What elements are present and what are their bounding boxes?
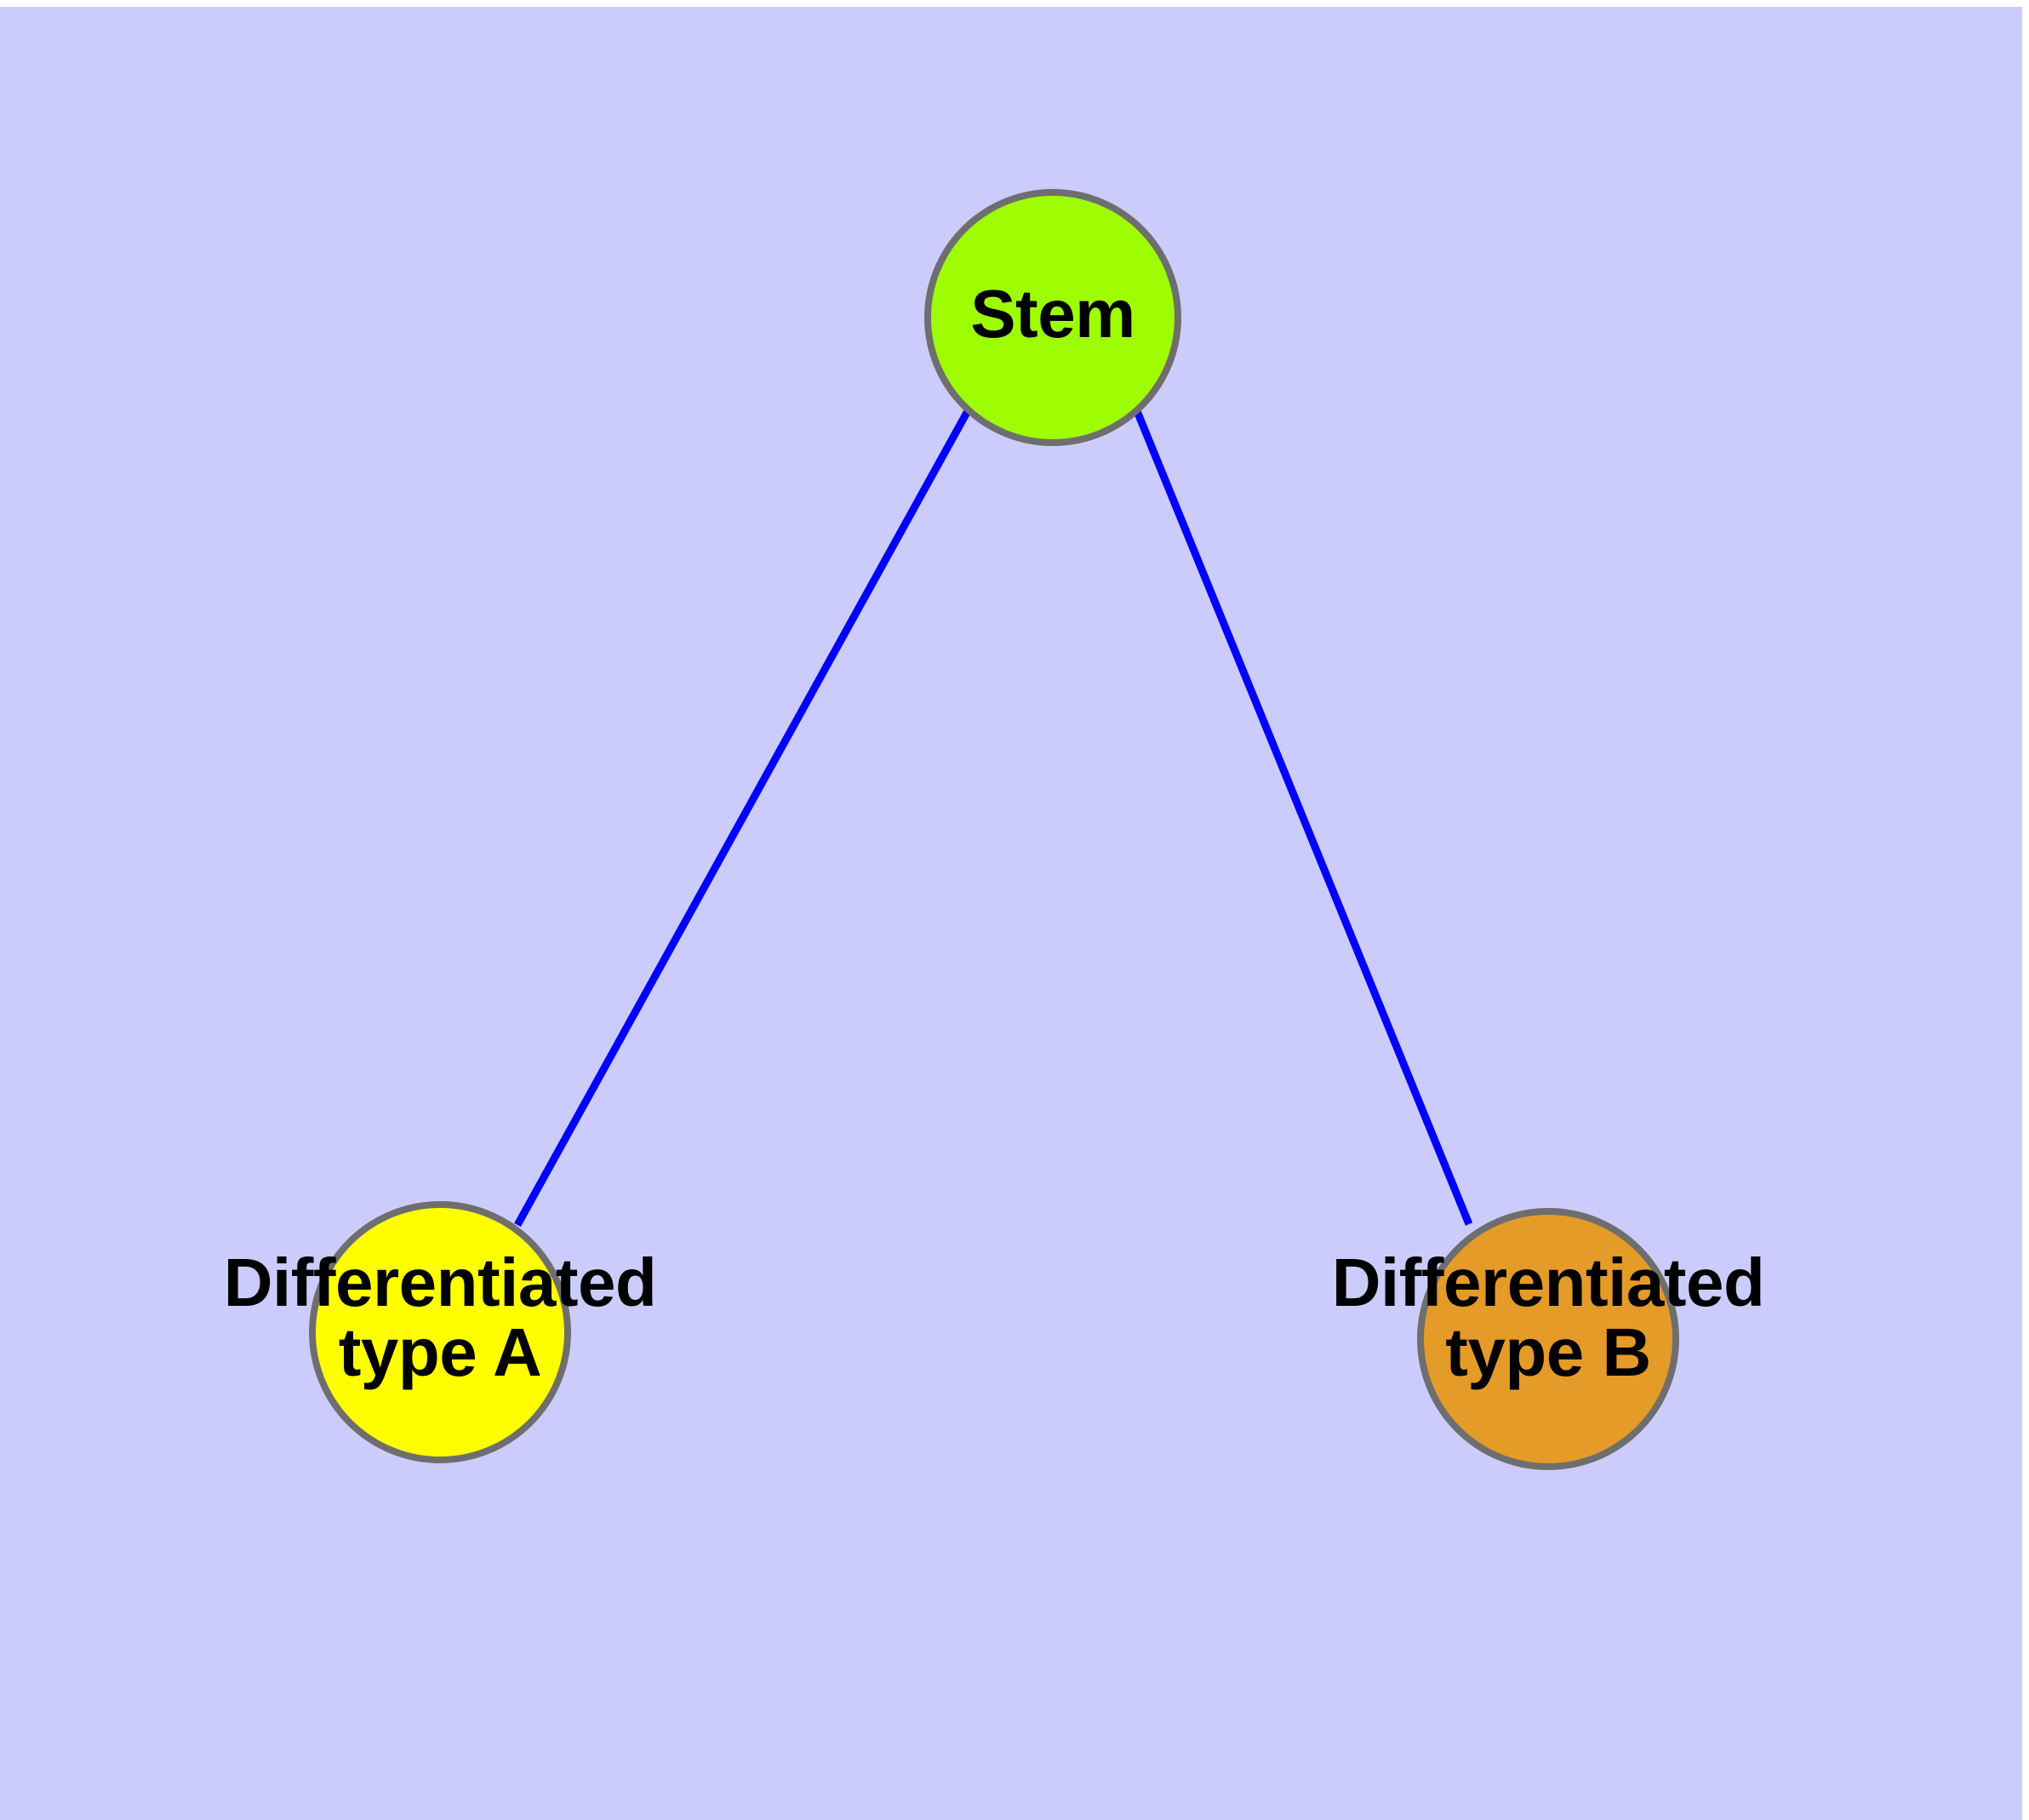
node-layer	[309, 189, 1679, 1470]
node-differentiated-type-b[interactable]	[1417, 1208, 1679, 1470]
edge-layer	[514, 407, 1473, 1228]
node-stem[interactable]	[924, 189, 1181, 446]
edge-stem-diff-b	[1133, 409, 1473, 1226]
node-differentiated-type-a[interactable]	[309, 1201, 571, 1463]
edge-stem-diff-a	[514, 407, 972, 1228]
